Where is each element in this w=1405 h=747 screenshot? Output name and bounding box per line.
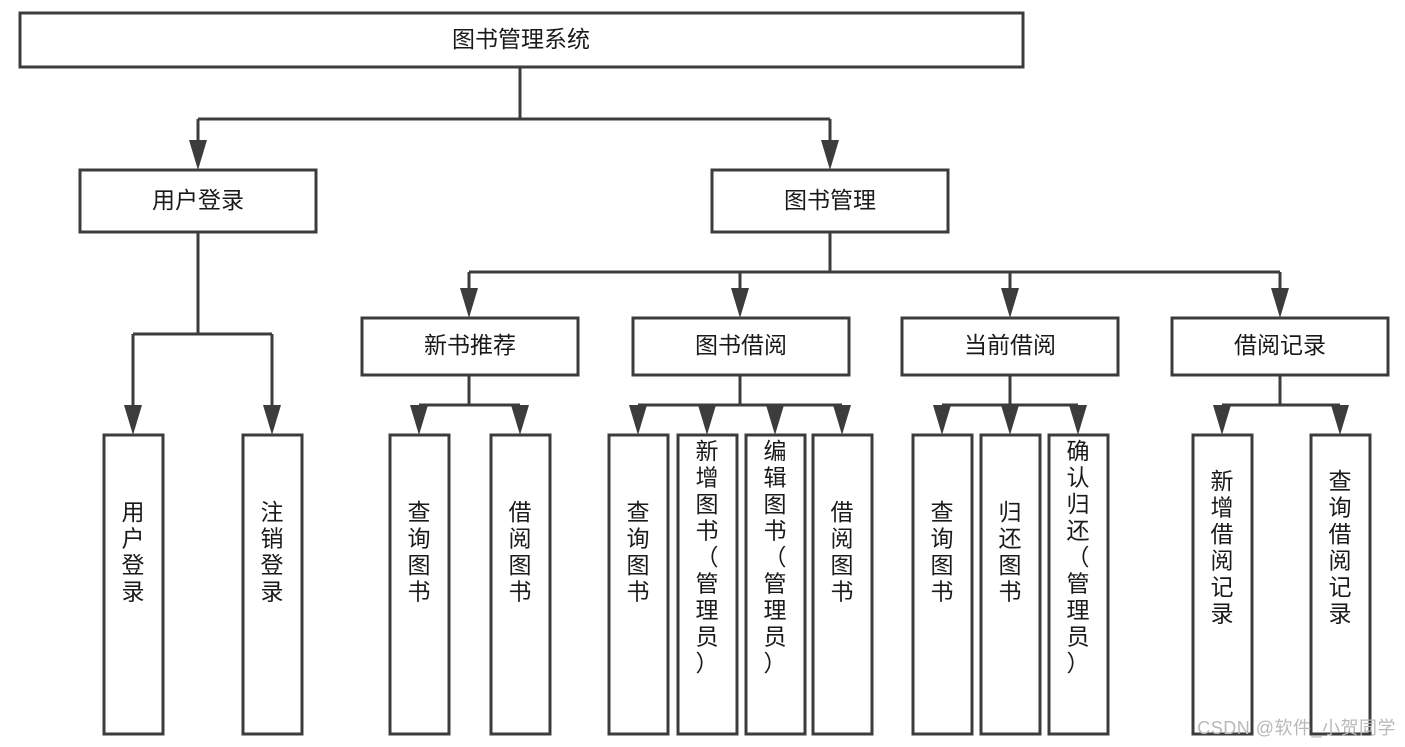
leaf-user-login-login-label: 用户登录 [122,499,145,605]
node-new-book-recommend-box[interactable] [360,316,580,377]
leaf-book-borrow-edit[interactable]: 编辑图书（管理员） [744,433,807,736]
node-book-management[interactable]: 图书管理 [710,168,950,234]
leaf-new-book-query-box[interactable] [388,433,451,736]
arrow-new-book-leaf2 [511,405,529,435]
arrow-root-to-user-login [189,140,207,170]
leaf-book-borrow-add-box[interactable] [676,433,739,736]
leaf-current-borrow-confirm-label: 确认归还（管理员） [1067,438,1090,676]
arrow-borrow-record-leaf2 [1331,405,1349,435]
leaf-user-login-logout-box[interactable] [241,433,304,736]
arrow-user-login-leaf2 [263,405,281,435]
node-user-login[interactable]: 用户登录 [78,168,318,234]
leaf-new-book-borrow-label: 借阅图书 [509,499,532,605]
leaf-book-borrow-edit-box[interactable] [744,433,807,736]
node-current-borrow-box[interactable] [900,316,1120,377]
arrow-current-borrow-leaf3 [1069,405,1087,435]
arrow-book-borrow-leaf1 [629,405,647,435]
leaf-book-borrow-borrow[interactable]: 借阅图书 [811,433,874,736]
leaf-current-borrow-return-label: 归还图书 [999,499,1022,605]
node-current-borrow-label: 当前借阅 [964,332,1056,358]
leaf-current-borrow-query-label: 查询图书 [931,499,954,605]
leaf-new-book-query-label: 查询图书 [408,499,431,605]
leaf-new-book-query[interactable]: 查询图书 [388,433,451,736]
leaf-new-book-borrow[interactable]: 借阅图书 [489,433,552,736]
node-user-login-label: 用户登录 [152,187,244,213]
leaf-borrow-record-query-label: 查询借阅记录 [1329,468,1352,627]
leaf-current-borrow-confirm-box[interactable] [1047,433,1110,736]
node-book-borrow-label: 图书借阅 [695,332,787,358]
arrow-current-borrow-leaf1 [933,405,951,435]
leaf-book-borrow-add[interactable]: 新增图书（管理员） [676,433,739,736]
leaf-user-login-login-box[interactable] [102,433,165,736]
leaf-book-borrow-edit-label: 编辑图书（管理员） [764,438,787,676]
connectors-layer [124,67,1349,435]
leaf-book-borrow-borrow-box[interactable] [811,433,874,736]
leaf-new-book-borrow-box[interactable] [489,433,552,736]
leaf-borrow-record-add-label: 新增借阅记录 [1211,468,1234,627]
node-borrow-record[interactable]: 借阅记录 [1170,316,1390,377]
node-new-book-recommend[interactable]: 新书推荐 [360,316,580,377]
node-borrow-record-box[interactable] [1170,316,1390,377]
leaf-borrow-record-query-box[interactable] [1309,433,1372,736]
node-root-system-label: 图书管理系统 [452,26,590,52]
arrow-book-borrow-leaf4 [833,405,851,435]
leaf-current-borrow-query-box[interactable] [911,433,974,736]
leaf-current-borrow-return-box[interactable] [979,433,1042,736]
leaf-book-borrow-borrow-label: 借阅图书 [831,499,854,605]
arrow-new-book-leaf1 [410,405,428,435]
leaf-borrow-record-query[interactable]: 查询借阅记录 [1309,433,1372,736]
leaf-user-login-logout-label: 注销登录 [261,499,284,605]
arrow-book-mgmt-to-current-borrow [1001,288,1019,318]
node-current-borrow[interactable]: 当前借阅 [900,316,1120,377]
node-borrow-record-label: 借阅记录 [1234,332,1326,358]
node-book-management-box[interactable] [710,168,950,234]
arrow-book-mgmt-to-borrow-record [1271,288,1289,318]
leaf-book-borrow-query[interactable]: 查询图书 [607,433,670,736]
leaf-book-borrow-add-label: 新增图书（管理员） [696,438,719,676]
leaf-book-borrow-query-box[interactable] [607,433,670,736]
leaf-borrow-record-add-box[interactable] [1191,433,1254,736]
node-book-borrow[interactable]: 图书借阅 [631,316,851,377]
leaf-current-borrow-query[interactable]: 查询图书 [911,433,974,736]
leaf-user-login-logout[interactable]: 注销登录 [241,433,304,736]
leaf-current-borrow-confirm[interactable]: 确认归还（管理员） [1047,433,1110,736]
arrow-book-borrow-leaf3 [766,405,784,435]
leaf-borrow-record-add[interactable]: 新增借阅记录 [1191,433,1254,736]
arrow-borrow-record-leaf1 [1213,405,1231,435]
node-book-borrow-box[interactable] [631,316,851,377]
leaf-book-borrow-query-label: 查询图书 [627,499,650,605]
arrow-root-to-book-mgmt [821,140,839,170]
leaf-user-login-login[interactable]: 用户登录 [102,433,165,736]
node-root-system-box[interactable] [18,11,1025,69]
node-book-management-label: 图书管理 [784,187,876,213]
arrow-book-borrow-leaf2 [698,405,716,435]
node-new-book-recommend-label: 新书推荐 [424,332,516,358]
node-user-login-box[interactable] [78,168,318,234]
arrow-book-mgmt-to-book-borrow [731,288,749,318]
arrow-user-login-leaf1 [124,405,142,435]
arrow-current-borrow-leaf2 [1001,405,1019,435]
node-root-system[interactable]: 图书管理系统 [18,11,1025,69]
leaf-current-borrow-return[interactable]: 归还图书 [979,433,1042,736]
arrow-book-mgmt-to-new-book [460,288,478,318]
